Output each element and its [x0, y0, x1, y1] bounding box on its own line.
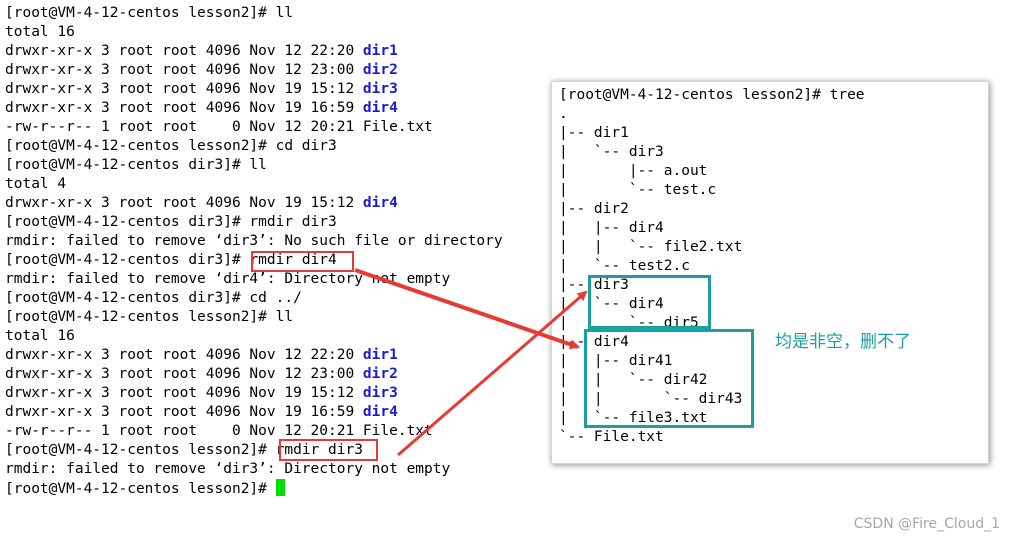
terminal-line: rmdir: failed to remove ‘dir3’: Director… — [5, 460, 503, 479]
tree-line: |-- dir1 — [559, 125, 629, 141]
terminal-line: -rw-r--r-- 1 root root 0 Nov 12 20:21 Fi… — [5, 422, 503, 441]
terminal-line: -rw-r--r-- 1 root root 0 Nov 12 20:21 Fi… — [5, 118, 503, 137]
tree-line: | |-- dir4 — [559, 220, 664, 236]
terminal-line: rmdir: failed to remove ‘dir4’: Director… — [5, 270, 503, 289]
directory-name: dir4 — [362, 100, 398, 116]
terminal-line: [root@VM-4-12-centos dir3]# rmdir dir3 — [5, 213, 503, 232]
terminal-line: drwxr-xr-x 3 root root 4096 Nov 19 15:12… — [5, 384, 503, 403]
terminal-line: total 16 — [5, 327, 503, 346]
tree-line: [root@VM-4-12-centos lesson2]# tree — [559, 87, 865, 103]
tree-line: |-- dir2 — [559, 201, 629, 217]
terminal-line: drwxr-xr-x 3 root root 4096 Nov 19 15:12… — [5, 194, 503, 213]
highlight-tree-dir4 — [584, 329, 754, 428]
highlight-rmdir-dir4 — [251, 251, 354, 272]
terminal-text: drwxr-xr-x 3 root root 4096 Nov 19 16:59 — [5, 100, 363, 116]
terminal-text: drwxr-xr-x 3 root root 4096 Nov 12 23:00 — [5, 62, 363, 78]
tree-line: | `-- dir3 — [559, 144, 664, 160]
terminal-text: [root@VM-4-12-centos lesson2]# cd dir3 — [5, 138, 337, 154]
terminal-text: total 16 — [5, 328, 75, 344]
directory-name: dir4 — [362, 404, 398, 420]
terminal-line: [root@VM-4-12-centos lesson2]# — [5, 479, 503, 498]
terminal-line: rmdir: failed to remove ‘dir3’: No such … — [5, 232, 503, 251]
terminal-line: drwxr-xr-x 3 root root 4096 Nov 19 15:12… — [5, 80, 503, 99]
terminal-text: drwxr-xr-x 3 root root 4096 Nov 19 16:59 — [5, 404, 363, 420]
directory-name: dir4 — [362, 195, 398, 211]
terminal-text: [root@VM-4-12-centos dir3]# rmdir dir3 — [5, 214, 337, 230]
terminal-text: drwxr-xr-x 3 root root 4096 Nov 12 23:00 — [5, 366, 363, 382]
terminal-line: [root@VM-4-12-centos lesson2]# ll — [5, 308, 503, 327]
directory-name: dir1 — [362, 347, 398, 363]
terminal-text: rmdir: failed to remove ‘dir4’: Director… — [5, 271, 451, 287]
terminal-line: [root@VM-4-12-centos dir3]# ll — [5, 156, 503, 175]
highlight-tree-dir3 — [588, 275, 711, 329]
terminal-line: drwxr-xr-x 3 root root 4096 Nov 12 23:00… — [5, 61, 503, 80]
terminal-text: drwxr-xr-x 3 root root 4096 Nov 19 15:12 — [5, 81, 363, 97]
terminal-text: drwxr-xr-x 3 root root 4096 Nov 12 22:20 — [5, 43, 363, 59]
terminal-line: [root@VM-4-12-centos lesson2]# cd dir3 — [5, 137, 503, 156]
watermark: CSDN @Fire_Cloud_1 — [853, 516, 1000, 532]
highlight-rmdir-dir3 — [279, 439, 378, 461]
terminal-line: total 4 — [5, 175, 503, 194]
directory-name: dir3 — [362, 385, 398, 401]
terminal-line: drwxr-xr-x 3 root root 4096 Nov 12 22:20… — [5, 346, 503, 365]
tree-output-window: [root@VM-4-12-centos lesson2]# tree. |-- … — [551, 81, 989, 464]
tree-line: | | `-- file2.txt — [559, 239, 743, 255]
terminal-text: [root@VM-4-12-centos dir3]# cd ../ — [5, 290, 302, 306]
terminal-text: rmdir dir3 — [275, 442, 363, 458]
annotation-note: 均是非空，删不了 — [775, 332, 911, 352]
terminal-text: -rw-r--r-- 1 root root 0 Nov 12 20:21 Fi… — [5, 119, 433, 135]
terminal-line: drwxr-xr-x 3 root root 4096 Nov 19 16:59… — [5, 403, 503, 422]
terminal-text: [root@VM-4-12-centos lesson2]# ll — [5, 309, 294, 325]
terminal-line: [root@VM-4-12-centos dir3]# rmdir dir4 — [5, 251, 503, 270]
directory-name: dir2 — [362, 366, 398, 382]
terminal-text: drwxr-xr-x 3 root root 4096 Nov 12 22:20 — [5, 347, 363, 363]
terminal-line: [root@VM-4-12-centos lesson2]# rmdir dir… — [5, 441, 503, 460]
terminal-text: total 16 — [5, 24, 75, 40]
terminal-cursor[interactable] — [275, 479, 285, 496]
terminal-text: rmdir: failed to remove ‘dir3’: No such … — [5, 233, 503, 249]
terminal-line: [root@VM-4-12-centos dir3]# cd ../ — [5, 289, 503, 308]
terminal-line: [root@VM-4-12-centos lesson2]# ll — [5, 4, 503, 23]
terminal-line: drwxr-xr-x 3 root root 4096 Nov 12 22:20… — [5, 42, 503, 61]
terminal-text: [root@VM-4-12-centos lesson2]# ll — [5, 5, 294, 21]
tree-line: . — [559, 106, 568, 122]
terminal-line: total 16 — [5, 23, 503, 42]
terminal-text: [root@VM-4-12-centos dir3]# — [5, 252, 250, 268]
terminal-text: [root@VM-4-12-centos lesson2]# — [5, 442, 276, 458]
terminal-text: -rw-r--r-- 1 root root 0 Nov 12 20:21 Fi… — [5, 423, 433, 439]
directory-name: dir2 — [362, 62, 398, 78]
terminal-output: [root@VM-4-12-centos lesson2]# ll total 1… — [5, 4, 503, 498]
terminal-text: total 4 — [5, 176, 67, 192]
terminal-line: drwxr-xr-x 3 root root 4096 Nov 12 23:00… — [5, 365, 503, 384]
terminal-text: [root@VM-4-12-centos dir3]# ll — [5, 157, 267, 173]
tree-line: | `-- test2.c — [559, 258, 690, 274]
directory-name: dir3 — [362, 81, 398, 97]
tree-line: | `-- test.c — [559, 182, 717, 198]
terminal-text: drwxr-xr-x 3 root root 4096 Nov 19 15:12 — [5, 385, 363, 401]
terminal-text: drwxr-xr-x 3 root root 4096 Nov 19 15:12 — [5, 195, 363, 211]
terminal-text: rmdir: failed to remove ‘dir3’: Director… — [5, 461, 451, 477]
terminal-text: [root@VM-4-12-centos lesson2]# — [5, 481, 276, 497]
terminal-text: rmdir dir4 — [249, 252, 337, 268]
tree-line: | |-- a.out — [559, 163, 708, 179]
directory-name: dir1 — [362, 43, 398, 59]
tree-line: `-- File.txt — [559, 429, 664, 445]
terminal-line: drwxr-xr-x 3 root root 4096 Nov 19 16:59… — [5, 99, 503, 118]
